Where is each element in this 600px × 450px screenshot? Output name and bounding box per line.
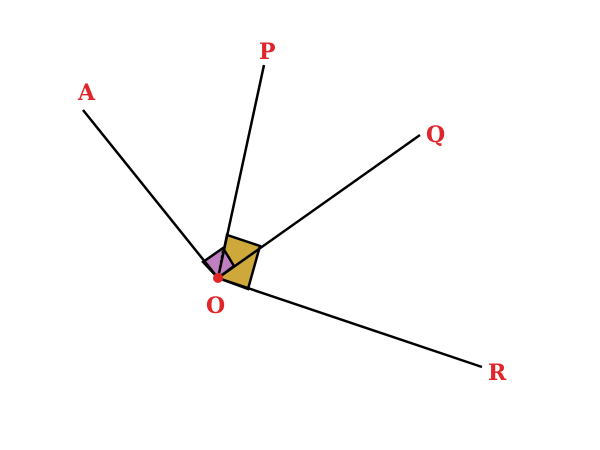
ray-OQ [217, 133, 421, 280]
ray-OP [216, 64, 266, 279]
ray-OA [82, 109, 219, 279]
label-A: A [77, 80, 96, 106]
ray-OR [217, 276, 483, 369]
label-Q: Q [426, 122, 445, 148]
label-R: R [488, 360, 507, 386]
point-O [213, 273, 223, 283]
label-O: O [206, 293, 225, 319]
label-P: P [259, 39, 276, 65]
